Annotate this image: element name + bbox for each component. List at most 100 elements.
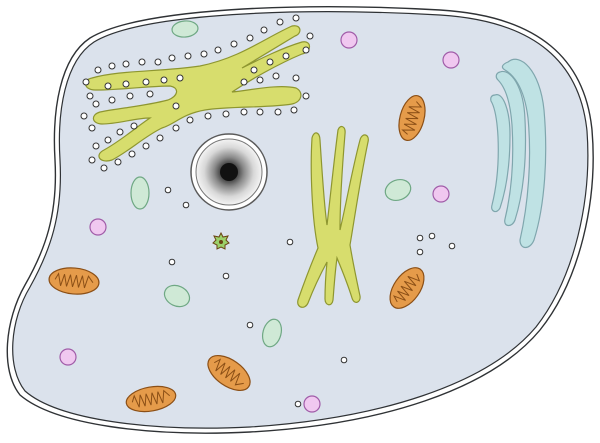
ribosome bbox=[92, 100, 100, 108]
ribosome bbox=[204, 112, 212, 120]
centrosome bbox=[212, 231, 230, 250]
vacuole bbox=[261, 318, 283, 348]
ribosome bbox=[142, 142, 150, 150]
ribosome bbox=[256, 108, 264, 116]
ribosome bbox=[292, 74, 300, 82]
ribosome bbox=[88, 156, 96, 164]
ribosome bbox=[240, 108, 248, 116]
ribosome bbox=[130, 122, 138, 130]
ribosome bbox=[186, 116, 194, 124]
ribosome bbox=[154, 58, 162, 66]
ribosome bbox=[260, 26, 268, 34]
ribosome bbox=[94, 66, 102, 74]
ribosome bbox=[416, 248, 424, 256]
lysosome bbox=[303, 395, 321, 413]
ribosome bbox=[302, 46, 310, 54]
vacuoles bbox=[130, 20, 412, 348]
vacuole bbox=[130, 176, 150, 210]
golgi-cisterna-outer bbox=[501, 58, 547, 249]
ribosome bbox=[222, 110, 230, 118]
nucleolus bbox=[220, 163, 238, 181]
lysosomes bbox=[59, 31, 460, 413]
ribosome bbox=[276, 18, 284, 26]
golgi-cisterna-middle bbox=[495, 70, 527, 227]
ribosome bbox=[250, 66, 258, 74]
ribosome bbox=[128, 150, 136, 158]
ribosome bbox=[448, 242, 456, 250]
ribosome bbox=[146, 90, 154, 98]
ribosome bbox=[172, 124, 180, 132]
ribosome bbox=[282, 52, 290, 60]
ribosome bbox=[292, 14, 300, 22]
mitochondrion bbox=[207, 354, 251, 392]
ribosome bbox=[416, 234, 424, 242]
ribosome bbox=[122, 80, 130, 88]
ribosome bbox=[100, 164, 108, 172]
ribosome bbox=[302, 92, 310, 100]
rough-er-body bbox=[85, 25, 311, 162]
ribosome bbox=[82, 78, 90, 86]
ribosome bbox=[104, 136, 112, 144]
ribosome bbox=[222, 272, 230, 280]
ribosome bbox=[92, 142, 100, 150]
ribosome bbox=[138, 58, 146, 66]
mitochondrion bbox=[389, 267, 425, 309]
ribosome bbox=[122, 60, 130, 68]
lysosome bbox=[59, 348, 77, 366]
ribosome bbox=[428, 232, 436, 240]
ribosome bbox=[156, 134, 164, 142]
ribosome bbox=[200, 50, 208, 58]
mitochondrion bbox=[48, 267, 100, 295]
lysosome bbox=[442, 51, 460, 69]
cell-membrane-outer bbox=[6, 6, 594, 434]
vacuole bbox=[171, 20, 199, 38]
ribosome bbox=[230, 40, 238, 48]
mitochondria bbox=[48, 94, 426, 413]
ribosome bbox=[182, 201, 190, 209]
rough-er-ribosomes bbox=[80, 14, 314, 172]
ribosome bbox=[108, 96, 116, 104]
ribosome bbox=[86, 92, 94, 100]
golgi-cisterna-inner bbox=[490, 94, 511, 213]
ribosome bbox=[160, 76, 168, 84]
ribosome bbox=[168, 54, 176, 62]
vacuole bbox=[384, 179, 412, 201]
ribosome bbox=[168, 258, 176, 266]
lysosome bbox=[340, 31, 358, 49]
nucleus bbox=[190, 133, 268, 211]
ribosome bbox=[164, 186, 172, 194]
ribosome bbox=[114, 158, 122, 166]
golgi-apparatus bbox=[490, 58, 547, 249]
lysosome bbox=[89, 218, 107, 236]
ribosome bbox=[108, 62, 116, 70]
ribosome bbox=[294, 400, 302, 408]
smooth-er-body bbox=[297, 125, 369, 308]
ribosome bbox=[126, 92, 134, 100]
ribosome bbox=[172, 102, 180, 110]
ribosome bbox=[246, 321, 254, 329]
mitochondrion bbox=[398, 94, 426, 142]
ribosome bbox=[246, 34, 254, 42]
ribosome bbox=[88, 124, 96, 132]
ribosome bbox=[184, 52, 192, 60]
ribosome bbox=[142, 78, 150, 86]
ribosome bbox=[286, 238, 294, 246]
ribosome bbox=[274, 108, 282, 116]
ribosome bbox=[272, 72, 280, 80]
ribosome bbox=[256, 76, 264, 84]
ribosome bbox=[176, 74, 184, 82]
lysosome bbox=[432, 185, 450, 203]
ribosome bbox=[266, 58, 274, 66]
ribosome bbox=[80, 112, 88, 120]
ribosome bbox=[340, 356, 348, 364]
mitochondrion bbox=[125, 385, 177, 413]
rough-endoplasmic-reticulum bbox=[80, 14, 314, 172]
free-ribosomes bbox=[164, 186, 456, 408]
ribosome bbox=[290, 106, 298, 114]
ribosome bbox=[240, 78, 248, 86]
ribosome bbox=[104, 82, 112, 90]
vacuole bbox=[163, 284, 191, 308]
ribosome bbox=[116, 128, 124, 136]
